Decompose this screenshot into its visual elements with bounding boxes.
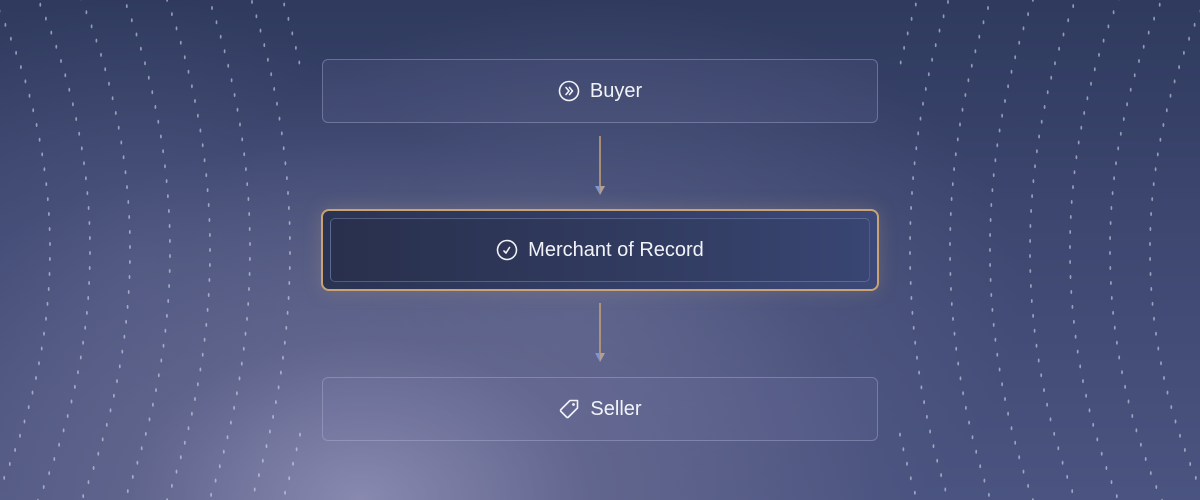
arrow-merchant-to-seller: [595, 303, 605, 362]
price-tag-icon: [558, 398, 580, 420]
merchant-of-record-node: Merchant of Record: [330, 218, 870, 282]
merchant-of-record-label: Merchant of Record: [528, 238, 704, 261]
buyer-node: Buyer: [322, 59, 878, 123]
buyer-label: Buyer: [589, 79, 643, 102]
seller-label: Seller: [590, 397, 642, 420]
seller-node: Seller: [322, 377, 878, 441]
arrow-buyer-to-merchant: [595, 136, 605, 195]
check-circle-icon: [496, 239, 518, 261]
double-chevron-right-circle-icon: [558, 80, 580, 102]
